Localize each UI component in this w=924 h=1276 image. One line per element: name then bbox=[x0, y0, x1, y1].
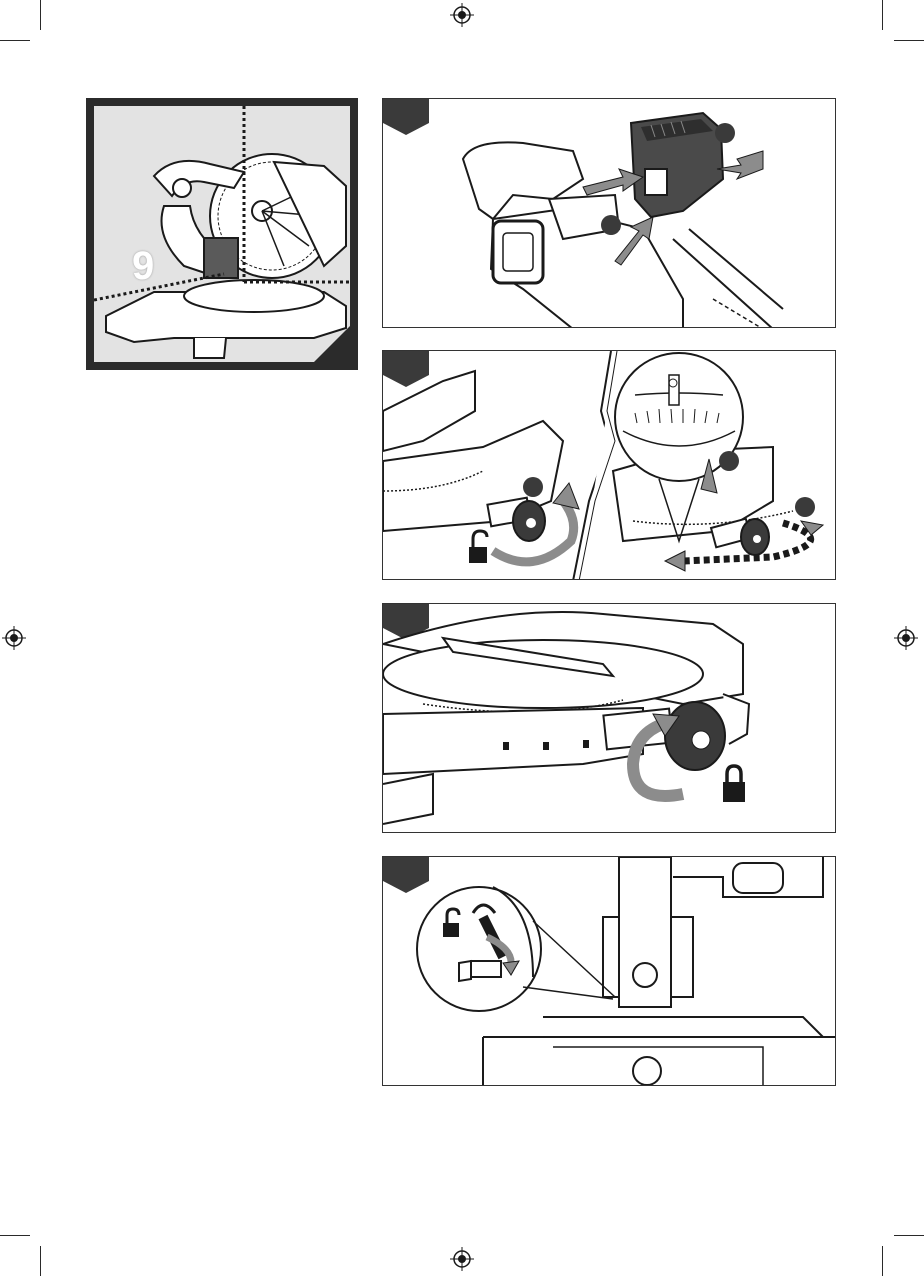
overview-figure-inner: 9 bbox=[94, 106, 350, 362]
crop-mark-bottom-right-h bbox=[894, 1235, 924, 1236]
wrench-adjust-illustration bbox=[383, 857, 836, 1086]
registration-mark-icon bbox=[2, 626, 26, 650]
crop-mark-top-left-h bbox=[0, 40, 30, 41]
crop-mark-bottom-left-v bbox=[40, 1246, 41, 1276]
figure-panel-wrench-adjust bbox=[382, 856, 836, 1086]
crop-mark-top-left-v bbox=[40, 0, 41, 30]
figure-panel-miter-unlock bbox=[382, 350, 836, 580]
unlock-icon bbox=[469, 531, 487, 563]
crop-mark-top-right-v bbox=[882, 0, 883, 30]
crop-mark-bottom-right-v bbox=[882, 1246, 883, 1276]
figure-panel-battery-install bbox=[382, 98, 836, 328]
miter-saw-overview-illustration bbox=[94, 106, 350, 362]
overview-figure-number: 9 bbox=[132, 244, 152, 289]
figure-panel-miter-lock bbox=[382, 603, 836, 833]
overview-figure: 9 bbox=[86, 98, 358, 370]
crop-mark-top-right-h bbox=[894, 40, 924, 41]
crop-mark-bottom-left-h bbox=[0, 1235, 30, 1236]
miter-lock-illustration bbox=[383, 604, 836, 833]
registration-mark-icon bbox=[450, 3, 474, 27]
registration-mark-icon bbox=[450, 1247, 474, 1271]
miter-unlock-illustration bbox=[383, 351, 836, 580]
registration-mark-icon bbox=[894, 626, 918, 650]
lock-icon bbox=[723, 766, 745, 802]
battery-install-illustration bbox=[383, 99, 836, 328]
